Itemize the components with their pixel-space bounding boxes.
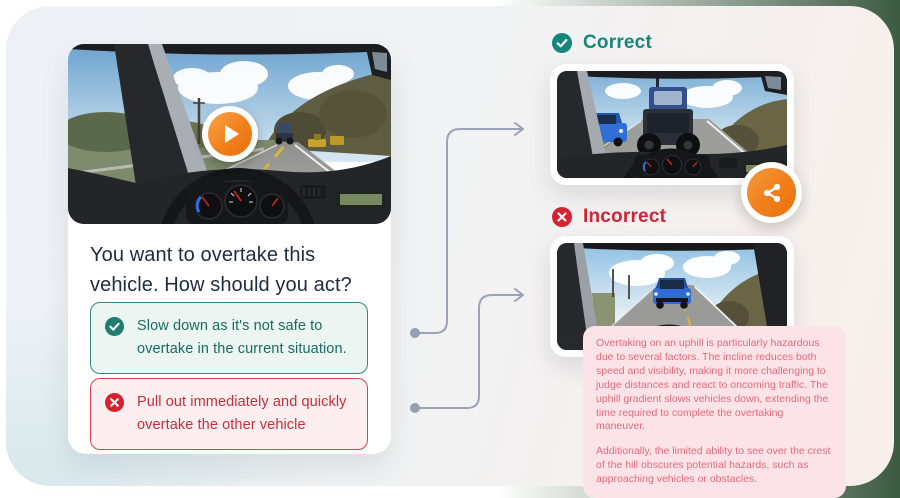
explanation-paragraph: Additionally, the limited ability to see… <box>596 445 831 486</box>
play-button-ring <box>202 106 258 162</box>
question-text: You want to overtake this vehicle. How s… <box>90 244 352 296</box>
check-circle-icon <box>105 317 124 341</box>
question-video[interactable] <box>68 44 391 224</box>
explanation-box: Overtaking on an uphill is particularly … <box>583 326 846 498</box>
play-button[interactable] <box>208 112 252 156</box>
answer-option-text: Pull out immediately and quickly overtak… <box>137 394 347 433</box>
tractor-distant <box>275 123 294 145</box>
driving-scene-main <box>68 44 391 224</box>
x-circle-icon <box>552 207 572 227</box>
answer-option-text: Slow down as it's not safe to overtake i… <box>137 318 347 357</box>
incorrect-header: Incorrect <box>552 206 666 228</box>
share-button[interactable] <box>747 168 796 217</box>
construction-vehicles <box>308 134 344 147</box>
correct-label: Correct <box>583 32 652 53</box>
explanation-paragraph: Overtaking on an uphill is particularly … <box>596 337 829 433</box>
correct-video-thumbnail <box>550 64 794 185</box>
play-icon <box>225 125 239 143</box>
x-circle-icon <box>105 393 124 417</box>
oncoming-car <box>653 278 691 309</box>
question-card: You want to overtake this vehicle. How s… <box>68 44 391 454</box>
check-circle-icon <box>552 33 572 53</box>
tractor-close <box>637 77 700 157</box>
answer-option-incorrect[interactable]: Pull out immediately and quickly overtak… <box>90 378 368 450</box>
share-button-ring <box>741 162 802 223</box>
correct-header: Correct <box>552 32 652 54</box>
answer-option-correct[interactable]: Slow down as it's not safe to overtake i… <box>90 302 368 374</box>
incorrect-label: Incorrect <box>583 206 667 227</box>
main-panel: You want to overtake this vehicle. How s… <box>6 6 894 498</box>
driving-scene-correct <box>557 71 787 178</box>
share-icon <box>763 183 780 202</box>
